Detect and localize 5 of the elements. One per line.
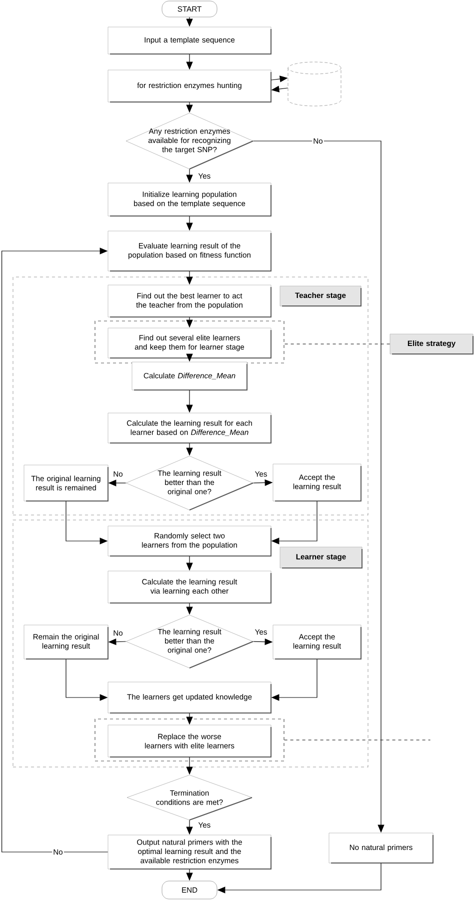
arrow <box>2 248 108 852</box>
dashed-region <box>94 718 284 762</box>
database-cylinder <box>288 62 342 106</box>
dashed-region <box>12 520 368 768</box>
dashed-region <box>12 276 368 516</box>
